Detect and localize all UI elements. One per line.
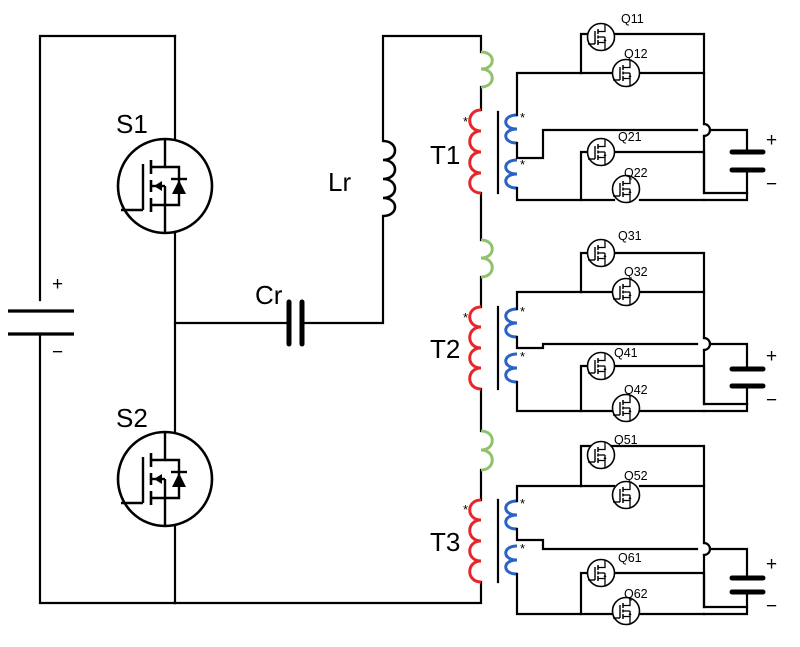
dc-source-minus-sign: − [52, 342, 63, 363]
q32-label: Q32 [624, 265, 648, 279]
t2-primary-winding-icon [468, 305, 482, 391]
t3-secondary-top-icon [504, 499, 518, 531]
t1-primary-dot: * [463, 114, 468, 129]
mosfet-q11-icon [586, 22, 616, 52]
mosfet-q51-icon [586, 440, 616, 470]
dc-source-plus-sign: + [52, 274, 63, 295]
q52-label: Q52 [624, 469, 648, 483]
dc-source-top-wire [38, 34, 177, 302]
q21-label: Q21 [618, 130, 642, 144]
mosfet-q21-icon [586, 137, 616, 167]
q11-label: Q11 [621, 12, 644, 26]
out1-plus-sign: + [766, 130, 777, 151]
t3-secondary-dot-1: * [520, 496, 525, 511]
rectifier-stage-1 [515, 32, 766, 202]
rectifier-stage-3 [515, 444, 766, 616]
leakage-inductor-3-icon [480, 429, 494, 472]
t3-label: T3 [430, 527, 460, 557]
mosfet-q62-icon [611, 596, 641, 626]
out3-minus-sign: − [766, 596, 777, 617]
inductor-lr-icon [382, 139, 397, 218]
mosfet-q41-icon [586, 351, 616, 381]
t1-secondary-dot-2: * [520, 157, 525, 172]
t2-primary-dot: * [463, 310, 468, 325]
t3-primary-dot: * [463, 502, 468, 517]
mosfet-q42-icon [611, 393, 641, 423]
mosfet-q12-icon [611, 58, 641, 88]
leakage-inductor-2-icon [480, 238, 494, 279]
mosfet-q52-icon [611, 480, 641, 510]
t2-secondary-bottom-icon [504, 352, 518, 384]
leakage-inductor-1-icon [480, 50, 494, 89]
out1-minus-sign: − [766, 174, 777, 195]
q31-label: Q31 [618, 229, 642, 243]
t2-label: T2 [430, 334, 460, 364]
mosfet-q31-icon [586, 238, 616, 268]
cr-to-lr-wire [301, 214, 385, 325]
s1-label: S1 [116, 109, 148, 139]
t1-label: T1 [430, 140, 460, 170]
t2-secondary-dot-2: * [520, 349, 525, 364]
t1-primary-winding-icon [468, 108, 482, 195]
out2-plus-sign: + [766, 346, 777, 367]
q12-label: Q12 [624, 47, 648, 61]
mosfet-q61-icon [586, 558, 616, 588]
lr-label: Lr [328, 167, 351, 197]
q22-label: Q22 [624, 166, 648, 180]
q61-label: Q61 [618, 551, 642, 565]
primary-return-wire [173, 580, 483, 605]
t1-secondary-dot-1: * [520, 110, 525, 125]
t2-secondary-dot-1: * [520, 304, 525, 319]
s2-label: S2 [116, 403, 148, 433]
lr-top-wire [381, 34, 483, 143]
t3-secondary-dot-2: * [520, 541, 525, 556]
rectifier-stage-2 [515, 251, 766, 413]
t3-primary-winding-icon [468, 498, 482, 584]
t1-secondary-bottom-icon [504, 158, 518, 190]
out2-minus-sign: − [766, 390, 777, 411]
q51-label: Q51 [614, 433, 638, 447]
cr-label: Cr [255, 280, 283, 310]
dc-source-bottom-wire [38, 332, 177, 605]
mosfet-s1-icon [116, 137, 214, 235]
t3-secondary-bottom-icon [504, 544, 518, 576]
mosfet-s2-icon [116, 430, 214, 528]
q42-label: Q42 [624, 383, 648, 397]
t1-secondary-top-icon [504, 113, 518, 145]
mosfet-q32-icon [611, 277, 641, 307]
q62-label: Q62 [624, 587, 648, 601]
t2-secondary-top-icon [504, 307, 518, 339]
q41-label: Q41 [614, 346, 638, 360]
out3-plus-sign: + [766, 554, 777, 575]
